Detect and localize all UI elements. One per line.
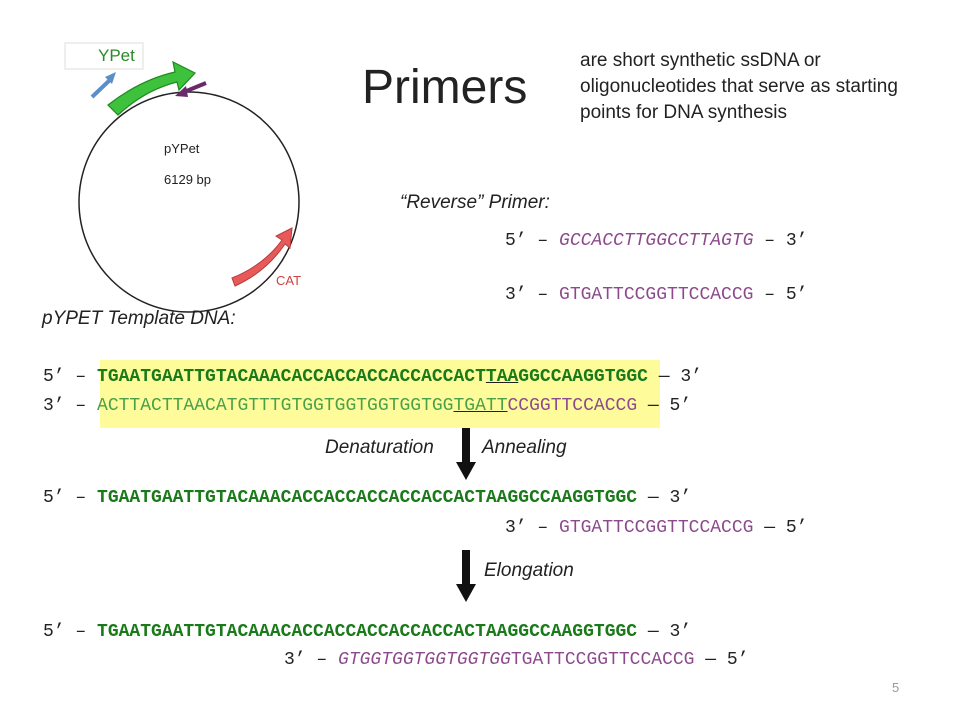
page-number: 5 bbox=[892, 680, 900, 695]
template-highlight bbox=[100, 360, 660, 428]
ypet-gene-label: YPet bbox=[98, 46, 135, 65]
elongated-bottom-strand: 3’ – GTGGTGGTGGTGGTGGTGATTCCGGTTCCACCG —… bbox=[284, 650, 749, 670]
cat-gene-arrow bbox=[231, 227, 293, 287]
elongated-top-strand: 5’ – TGAATGAATTGTACAAACACCACCACCACCACCAC… bbox=[43, 622, 692, 642]
primer-definition: are short synthetic ssDNA or oligonucleo… bbox=[580, 50, 898, 123]
template-label: pYPET Template DNA: bbox=[42, 308, 236, 329]
ypet-gene-arrow bbox=[107, 60, 196, 116]
plasmid-map bbox=[64, 42, 300, 313]
template-bottom-strand: 3’ – ACTTACTTAACATGTTTGTGGTGGTGGTGGTGGTG… bbox=[43, 396, 692, 416]
ypet-label-box bbox=[64, 42, 144, 70]
plasmid-name: pYPet bbox=[164, 141, 200, 156]
elongation-label: Elongation bbox=[484, 560, 574, 581]
template-top-strand: 5’ – TGAATGAATTGTACAAACACCACCACCACCACCAC… bbox=[43, 367, 702, 387]
down-arrow-icon bbox=[456, 550, 476, 602]
reverse-primer-seq: GCCACCTTGGCCTTAGTG bbox=[559, 231, 754, 251]
reverse-primer-seq-3to5: GTGATTCCGGTTCCACCG bbox=[559, 285, 754, 305]
annealed-top-strand: 5’ – TGAATGAATTGTACAAACACCACCACCACCACCAC… bbox=[43, 488, 692, 508]
new-strand-seq: GTGGTGGTGGTGGTGG bbox=[338, 650, 511, 670]
page-title: Primers bbox=[362, 61, 528, 114]
plasmid-size: 6129 bp bbox=[164, 172, 211, 187]
forward-primer-arrow bbox=[90, 76, 114, 99]
reverse-primer-line2: 3’ – GTGATTCCGGTTCCACCG – 5’ bbox=[505, 285, 808, 305]
down-arrow-icon bbox=[456, 428, 476, 480]
cat-gene-label: CAT bbox=[276, 273, 302, 288]
reverse-primer-arrow bbox=[183, 81, 207, 94]
stop-codon: TAA bbox=[485, 367, 519, 387]
reverse-primer-label: “Reverse” Primer: bbox=[400, 192, 550, 213]
denaturation-label: Denaturation bbox=[325, 437, 434, 458]
plasmid-circle bbox=[78, 91, 300, 313]
annealing-label: Annealing bbox=[482, 437, 567, 458]
reverse-primer-line1: 5’ – GCCACCTTGGCCTTAGTG – 3’ bbox=[505, 231, 808, 251]
annealed-primer: 3’ – GTGATTCCGGTTCCACCG — 5’ bbox=[505, 518, 808, 538]
